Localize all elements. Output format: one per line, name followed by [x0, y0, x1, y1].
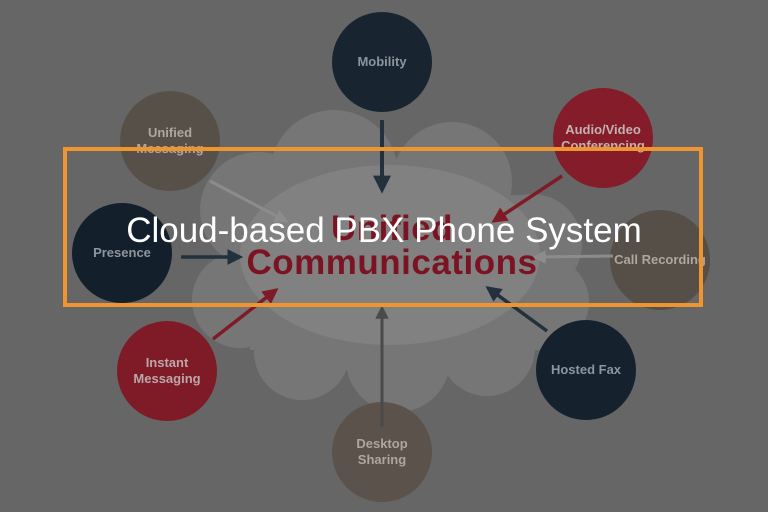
- caption-title: Cloud-based PBX Phone System: [126, 211, 642, 250]
- node-mobility: Mobility: [332, 12, 432, 112]
- node-label: Hosted Fax: [550, 361, 622, 377]
- node-audio-video-conferencing: Audio/Video Conferencing: [553, 88, 653, 188]
- node-label: Instant Messaging: [133, 354, 201, 386]
- hub-title-line1: Unified: [330, 209, 454, 248]
- node-desktop-sharing: Desktop Sharing: [332, 402, 432, 502]
- hub-title-line2: Communications: [246, 243, 538, 282]
- node-call-recording: Call Recording: [610, 210, 710, 310]
- node-label: Call Recording: [614, 251, 706, 267]
- node-label: Presence: [93, 244, 151, 260]
- node-label: Mobility: [357, 53, 407, 69]
- node-instant-messaging: Instant Messaging: [117, 321, 217, 421]
- highlight-rectangle: [63, 147, 703, 307]
- node-hosted-fax: Hosted Fax: [536, 320, 636, 420]
- node-label: Desktop Sharing: [356, 435, 408, 467]
- hub-title: Unified Communications: [24, 209, 760, 282]
- node-presence: Presence: [72, 203, 172, 303]
